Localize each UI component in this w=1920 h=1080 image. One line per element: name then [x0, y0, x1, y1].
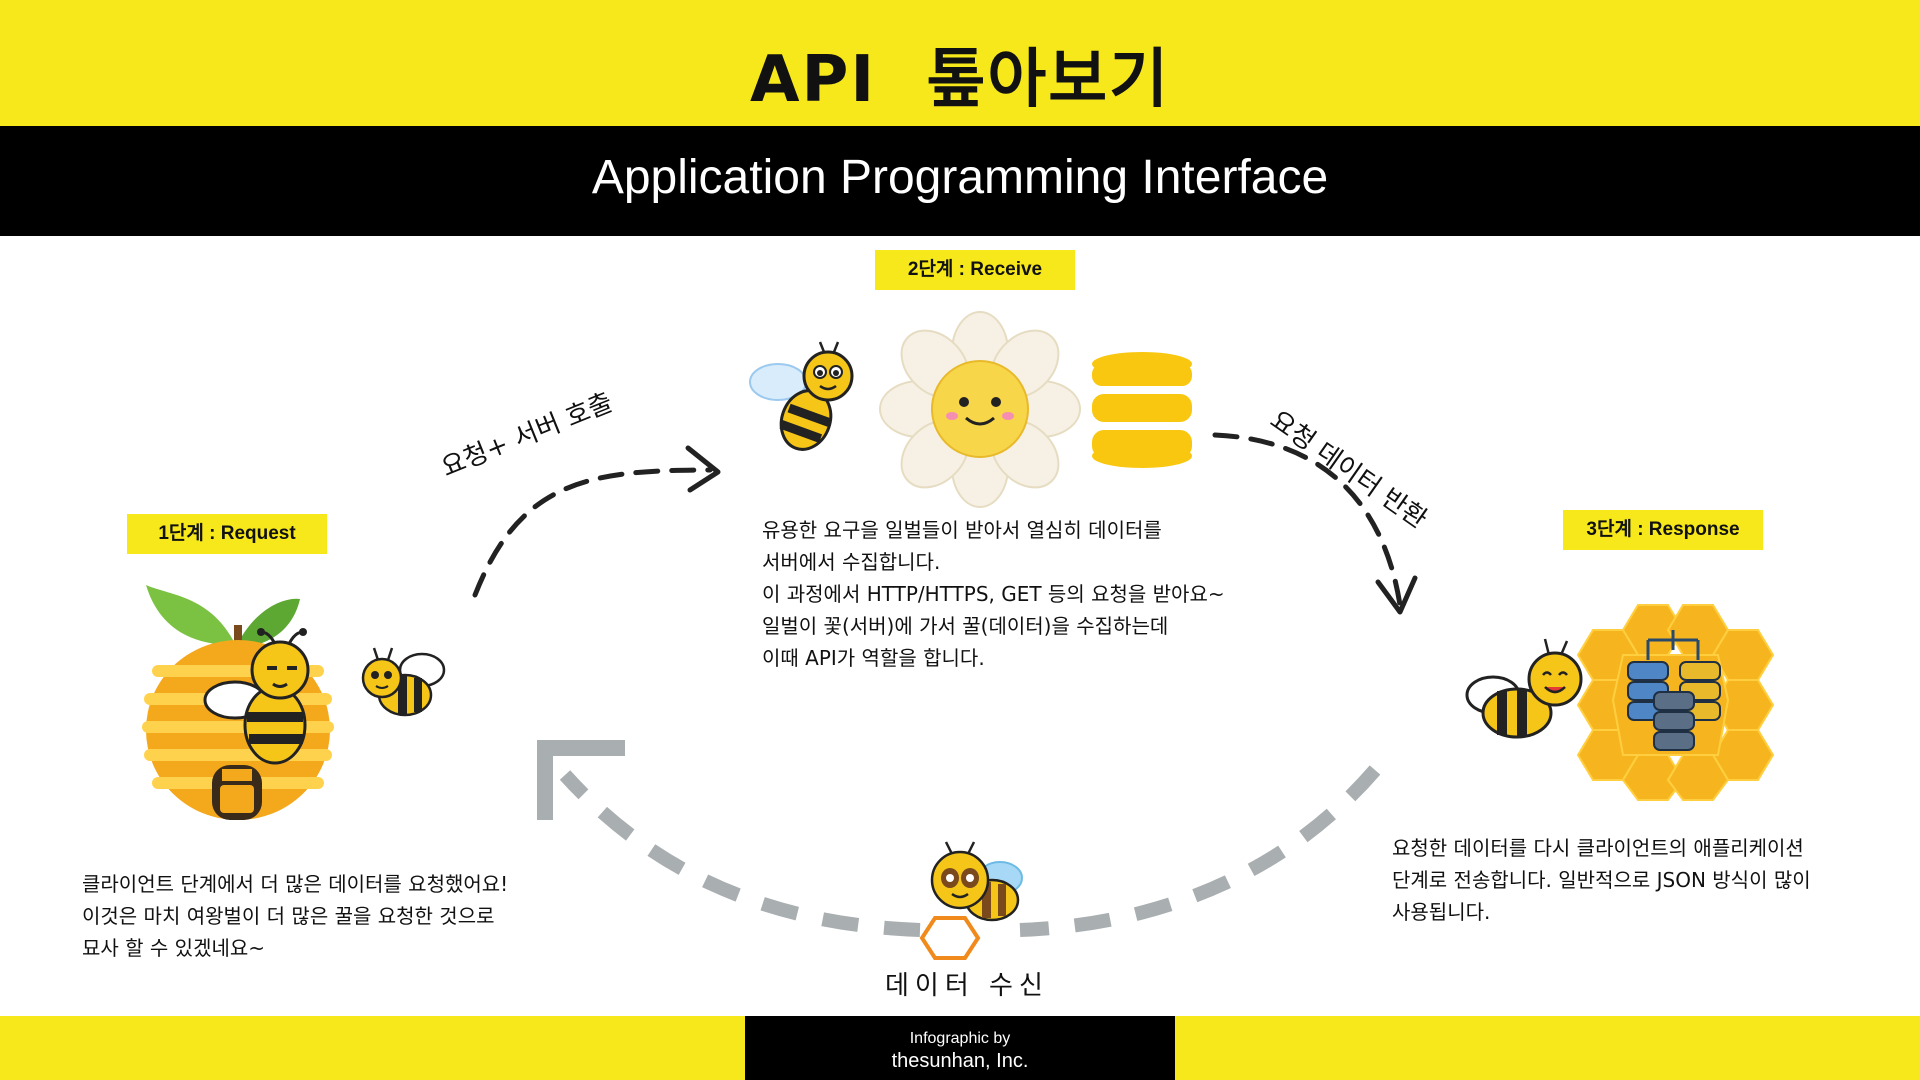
stage-3-badge: 3단계 : Response	[1563, 510, 1763, 550]
footer-credit-line1: Infographic by	[909, 1030, 1011, 1047]
stage-1-description: 클라이언트 단계에서 더 많은 데이터를 요청했어요! 이것은 마치 여왕벌이 …	[82, 868, 508, 964]
receive-arrow-label: 데이터 수신	[885, 971, 1049, 1001]
stage-1-line: 묘사 할 수 있겠네요~	[82, 936, 266, 960]
stage-2-line: 유용한 요구을 일벌들이 받아서 열심히 데이터를	[762, 518, 1162, 542]
subtitle-band	[0, 126, 1920, 236]
worker-bee-flying-icon	[749, 341, 854, 451]
footer-credit: Infographic by thesunhan, Inc.	[745, 1016, 1175, 1080]
stage-1-line: 이것은 마치 여왕벌이 더 많은 꿀을 요청한 것으로	[82, 904, 495, 928]
stage-2-line: 이때 API가 역할을 합니다.	[762, 646, 985, 670]
stage-3-line: 사용됩니다.	[1392, 900, 1491, 924]
queen-bee-icon	[203, 628, 310, 765]
stage-3-description: 요청한 데이터를 다시 클라이언트의 애플리케이션 단계로 전송합니다. 일반적…	[1392, 832, 1811, 928]
database-icon	[1092, 352, 1192, 468]
page-subtitle: Application Programming Interface	[591, 151, 1329, 204]
worker-bee-icon	[361, 647, 446, 717]
stage-3-line: 요청한 데이터를 다시 클라이언트의 애플리케이션	[1392, 836, 1804, 860]
stage-1-line: 클라이언트 단계에서 더 많은 데이터를 요청했어요!	[82, 872, 509, 896]
stage-3-line: 단계로 전송합니다. 일반적으로 JSON 방식이 많이	[1392, 868, 1811, 892]
stage-2-badge: 2단계 : Receive	[875, 250, 1075, 290]
flower-server-icon	[879, 311, 1081, 508]
footer-credit-line2: thesunhan, Inc.	[891, 1050, 1029, 1072]
stage-2-line: 일벌이 꽃(서버)에 가서 꿀(데이터)을 수집하는데	[762, 614, 1169, 638]
page-title: API 톺아보기	[749, 43, 1171, 117]
honeycomb-server-icon	[1576, 604, 1775, 801]
stage-2-description: 유용한 요구을 일벌들이 받아서 열심히 데이터를 서버에서 수집합니다. 이 …	[762, 514, 1225, 674]
happy-bee-icon	[1465, 638, 1583, 739]
header-band	[0, 0, 1920, 126]
stage-2-line: 이 과정에서 HTTP/HTTPS, GET 등의 요청을 받아요~	[762, 582, 1225, 606]
bee-on-hexagon-icon	[919, 841, 1023, 960]
stage-1-badge: 1단계 : Request	[127, 514, 327, 554]
stage-2-line: 서버에서 수집합니다.	[762, 550, 941, 574]
